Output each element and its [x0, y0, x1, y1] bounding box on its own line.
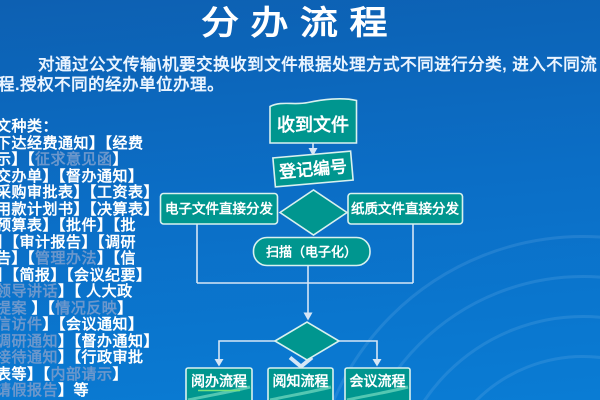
doc-type-text: 】【 人大政: [58, 283, 133, 300]
doc-type-link[interactable]: 征求意见函: [35, 151, 113, 168]
arrowhead: [214, 359, 224, 367]
doc-type-line: 告】【管理办法】【信: [0, 250, 159, 268]
doc-type-text: 】【: [31, 299, 56, 317]
connectors: [196, 143, 414, 370]
node-label: 电子文件直接分发: [165, 201, 273, 217]
doc-type-line: 】【审计报告】【调研: [0, 233, 159, 252]
node-meeting-flow: 会议流程: [344, 367, 411, 400]
doc-type-link[interactable]: 请假报告: [0, 382, 59, 399]
doc-type-text: 文种类：: [0, 118, 59, 135]
doc-type-line: 提案 】【情况反映】: [0, 299, 159, 318]
doc-type-text: 】: [112, 365, 129, 383]
doc-type-text: 采购审批表】【工资表】: [0, 184, 160, 201]
arrowhead: [303, 312, 313, 321]
doc-type-text: 】【简报】【会议纪要】: [0, 266, 152, 284]
doc-type-list: 文种类：下达经费通知】【经费示】【征求意见函】交办单】【督办通知】采购审批表】【…: [0, 118, 160, 400]
doc-type-text: 预算表】【批件】【批: [0, 217, 137, 234]
doc-type-line: 用款计划书】【决算表】: [0, 200, 160, 219]
doc-type-link[interactable]: 接待通知: [0, 349, 59, 366]
doc-type-text: 下达经费通知】【经费: [0, 134, 144, 152]
doc-type-line: 下达经费通知】【经费: [0, 134, 159, 153]
doc-type-text: 】等: [58, 382, 90, 399]
doc-type-line: 交办单】【督办通知】: [0, 167, 159, 186]
doc-type-line: 接待通知】【行政审批: [0, 349, 159, 367]
connector-decision2-right: [339, 340, 378, 360]
node-scan-digitize: 扫描（电子化）: [252, 236, 371, 267]
node-register-number: 登记编号: [272, 150, 354, 188]
doc-type-line: 调研通知】【督办通知】: [0, 332, 160, 351]
node-read-know-flow: 阅知流程: [267, 367, 334, 400]
doc-type-link[interactable]: 内部请示: [50, 365, 113, 383]
arrowhead: [372, 359, 382, 367]
doc-type-line: 示】【征求意见函】: [0, 151, 159, 169]
node-label: 扫描（电子化）: [266, 245, 357, 260]
node-label: 阅知流程: [273, 373, 329, 389]
page-title: 分办流程: [201, 4, 399, 41]
doc-type-link[interactable]: 信访件: [0, 316, 43, 333]
decision-diamond-1: [278, 189, 349, 236]
doc-type-text: 】: [112, 151, 129, 168]
intro-line-1: 对通过公文传输\机要交换收到文件根据处理方式不同进行分类, 进入不同流: [38, 56, 598, 74]
node-paper-distribution: 纸质文件直接分发: [347, 192, 464, 225]
doc-type-text: 示】【: [0, 151, 36, 168]
doc-type-link[interactable]: 管理办法: [35, 250, 98, 267]
connector-decision2-left: [218, 340, 275, 360]
doc-type-text: 】: [117, 299, 133, 317]
node-received-document: 收到文件: [269, 98, 358, 144]
doc-type-link[interactable]: 提案: [0, 299, 28, 317]
node-electronic-distribution: 电子文件直接分发: [159, 192, 279, 225]
doc-type-link[interactable]: 情况反映: [55, 299, 118, 317]
doc-type-line: 文种类：: [0, 118, 159, 136]
arrowhead: [308, 148, 318, 156]
doc-type-text: 】【会议通知】: [42, 316, 144, 333]
doc-type-line: 信访件】【会议通知】: [0, 316, 159, 334]
doc-type-link[interactable]: 领导讲话: [0, 283, 59, 300]
doc-type-line: 领导讲话】【 人大政: [0, 283, 159, 301]
intro-line-2: 程.授权不同的经办单位办理。: [0, 76, 225, 94]
doc-type-text: 告】【: [0, 250, 36, 267]
doc-type-text: 表等】【: [0, 365, 51, 383]
node-label: 会议流程: [350, 373, 406, 389]
doc-type-line: 预算表】【批件】【批: [0, 217, 159, 235]
connector-decision2-center-chevron: [288, 355, 314, 370]
doc-type-text: 】【行政审批: [58, 349, 144, 366]
read-handle-link[interactable]: 阅办流程: [191, 373, 247, 389]
doc-type-line: 】【简报】【会议纪要】: [0, 266, 159, 285]
decision-diamond-2: [273, 321, 341, 361]
doc-type-text: 用款计划书】【决算表】: [0, 200, 160, 218]
doc-type-link[interactable]: 调研通知: [0, 332, 59, 350]
doc-type-text: 】【审计报告】【调研: [0, 233, 137, 251]
node-read-handle-flow[interactable]: 阅办流程: [185, 367, 253, 400]
doc-type-line: 表等】【内部请示】: [0, 365, 159, 384]
node-label: 纸质文件直接分发: [351, 201, 459, 217]
node-label: 收到文件: [277, 114, 349, 135]
doc-type-text: 】【督办通知】: [58, 332, 160, 350]
doc-type-line: 采购审批表】【工资表】: [0, 184, 160, 202]
doc-type-line: 请假报告】等: [0, 382, 159, 400]
doc-type-text: 】【信: [97, 250, 137, 267]
doc-type-text: 交办单】【督办通知】: [0, 167, 144, 185]
